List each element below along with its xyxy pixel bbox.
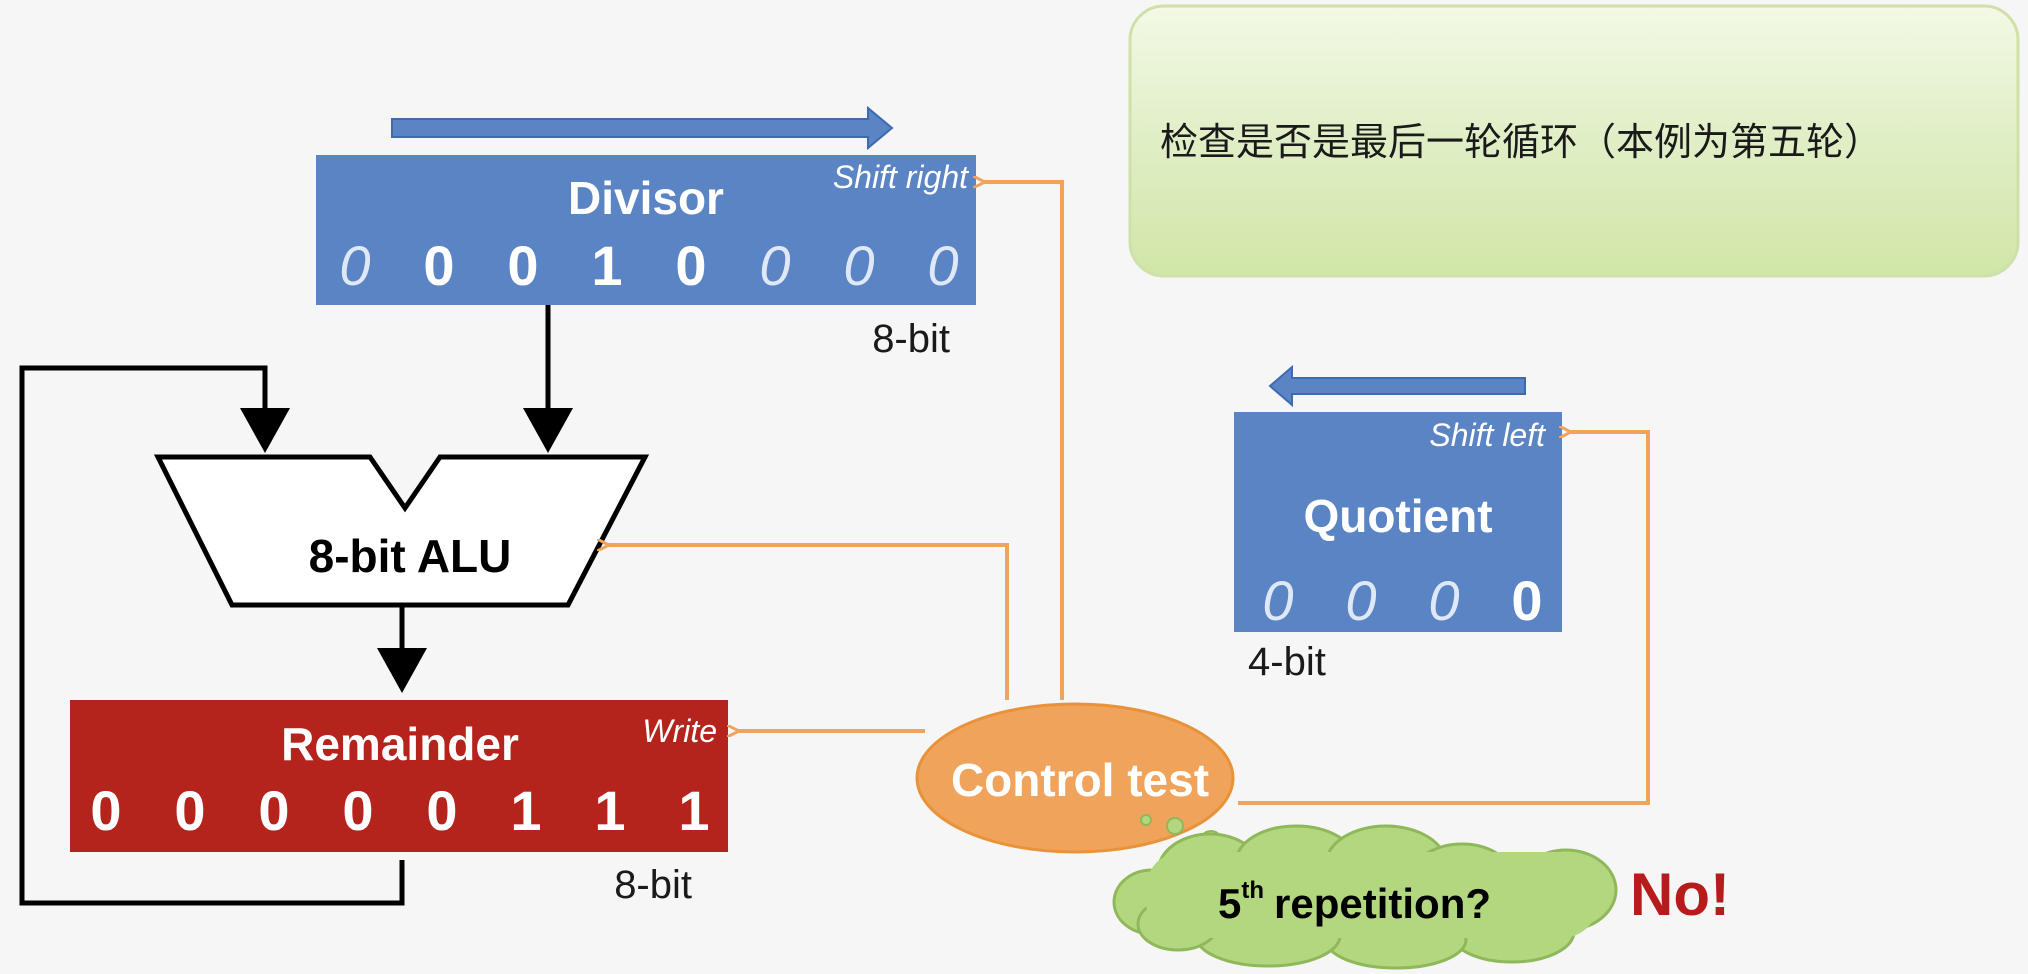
shift-left-arrow-icon — [1268, 364, 1526, 408]
divisor-bit-6: 0 — [843, 234, 874, 297]
quotient-bit-3: 0 — [1511, 569, 1542, 632]
control-test-label: Control test — [951, 754, 1209, 806]
alu-block: 8-bit ALU — [153, 454, 650, 608]
divisor-size-label: 8-bit — [872, 317, 950, 361]
alu-label: 8-bit ALU — [309, 530, 512, 582]
control-test-node: Control test — [915, 702, 1235, 854]
quotient-bit-0: 0 — [1262, 569, 1293, 632]
bubble-ordinal: 5 — [1218, 880, 1241, 927]
divisor-bit-5: 0 — [759, 234, 790, 297]
divisor-title: Divisor — [568, 172, 724, 224]
note-box: 检查是否是最后一轮循环（本例为第五轮） — [1128, 4, 2020, 278]
remainder-bit-2: 0 — [258, 779, 289, 842]
bubble-superscript: th — [1241, 877, 1264, 904]
quotient-title: Quotient — [1303, 490, 1492, 542]
remainder-bit-0: 0 — [90, 779, 121, 842]
remainder-title: Remainder — [281, 718, 519, 770]
remainder-feedback-arrow — [19, 365, 405, 906]
divisor-bit-4: 0 — [675, 234, 706, 297]
quotient-size-label: 4-bit — [1248, 640, 1326, 684]
remainder-bit-6: 1 — [594, 779, 625, 842]
quotient-bit-1: 0 — [1345, 569, 1376, 632]
remainder-action-label: Write — [642, 713, 717, 749]
divisor-bit-3: 1 — [591, 234, 622, 297]
quotient-action-label: Shift left — [1429, 417, 1546, 453]
remainder-bit-1: 0 — [174, 779, 205, 842]
thought-bubble: 5th repetition? — [1112, 824, 1618, 970]
divisor-bit-1: 0 — [423, 234, 454, 297]
remainder-bit-4: 0 — [426, 779, 457, 842]
quotient-bit-2: 0 — [1428, 569, 1459, 632]
shift-right-arrow-icon — [391, 105, 894, 151]
control-lines — [606, 182, 1650, 805]
remainder-bit-3: 0 — [342, 779, 373, 842]
remainder-bit-5: 1 — [510, 779, 541, 842]
answer-label: No! — [1630, 861, 1730, 928]
control-to-quotient-line — [1238, 432, 1650, 805]
bubble-question: 5th repetition? — [1218, 877, 1491, 927]
bubble-text: repetition? — [1274, 880, 1491, 927]
remainder-size-label: 8-bit — [614, 863, 692, 907]
remainder-bit-7: 1 — [678, 779, 709, 842]
control-to-alu-line — [606, 545, 1009, 700]
divisor-bit-2: 0 — [507, 234, 538, 297]
control-to-divisor-line — [982, 182, 1064, 700]
divisor-action-label: Shift right — [833, 159, 969, 195]
divisor-bit-0: 0 — [339, 234, 370, 297]
note-text: 检查是否是最后一轮循环（本例为第五轮） — [1160, 122, 1882, 164]
divisor-bit-7: 0 — [927, 234, 958, 297]
